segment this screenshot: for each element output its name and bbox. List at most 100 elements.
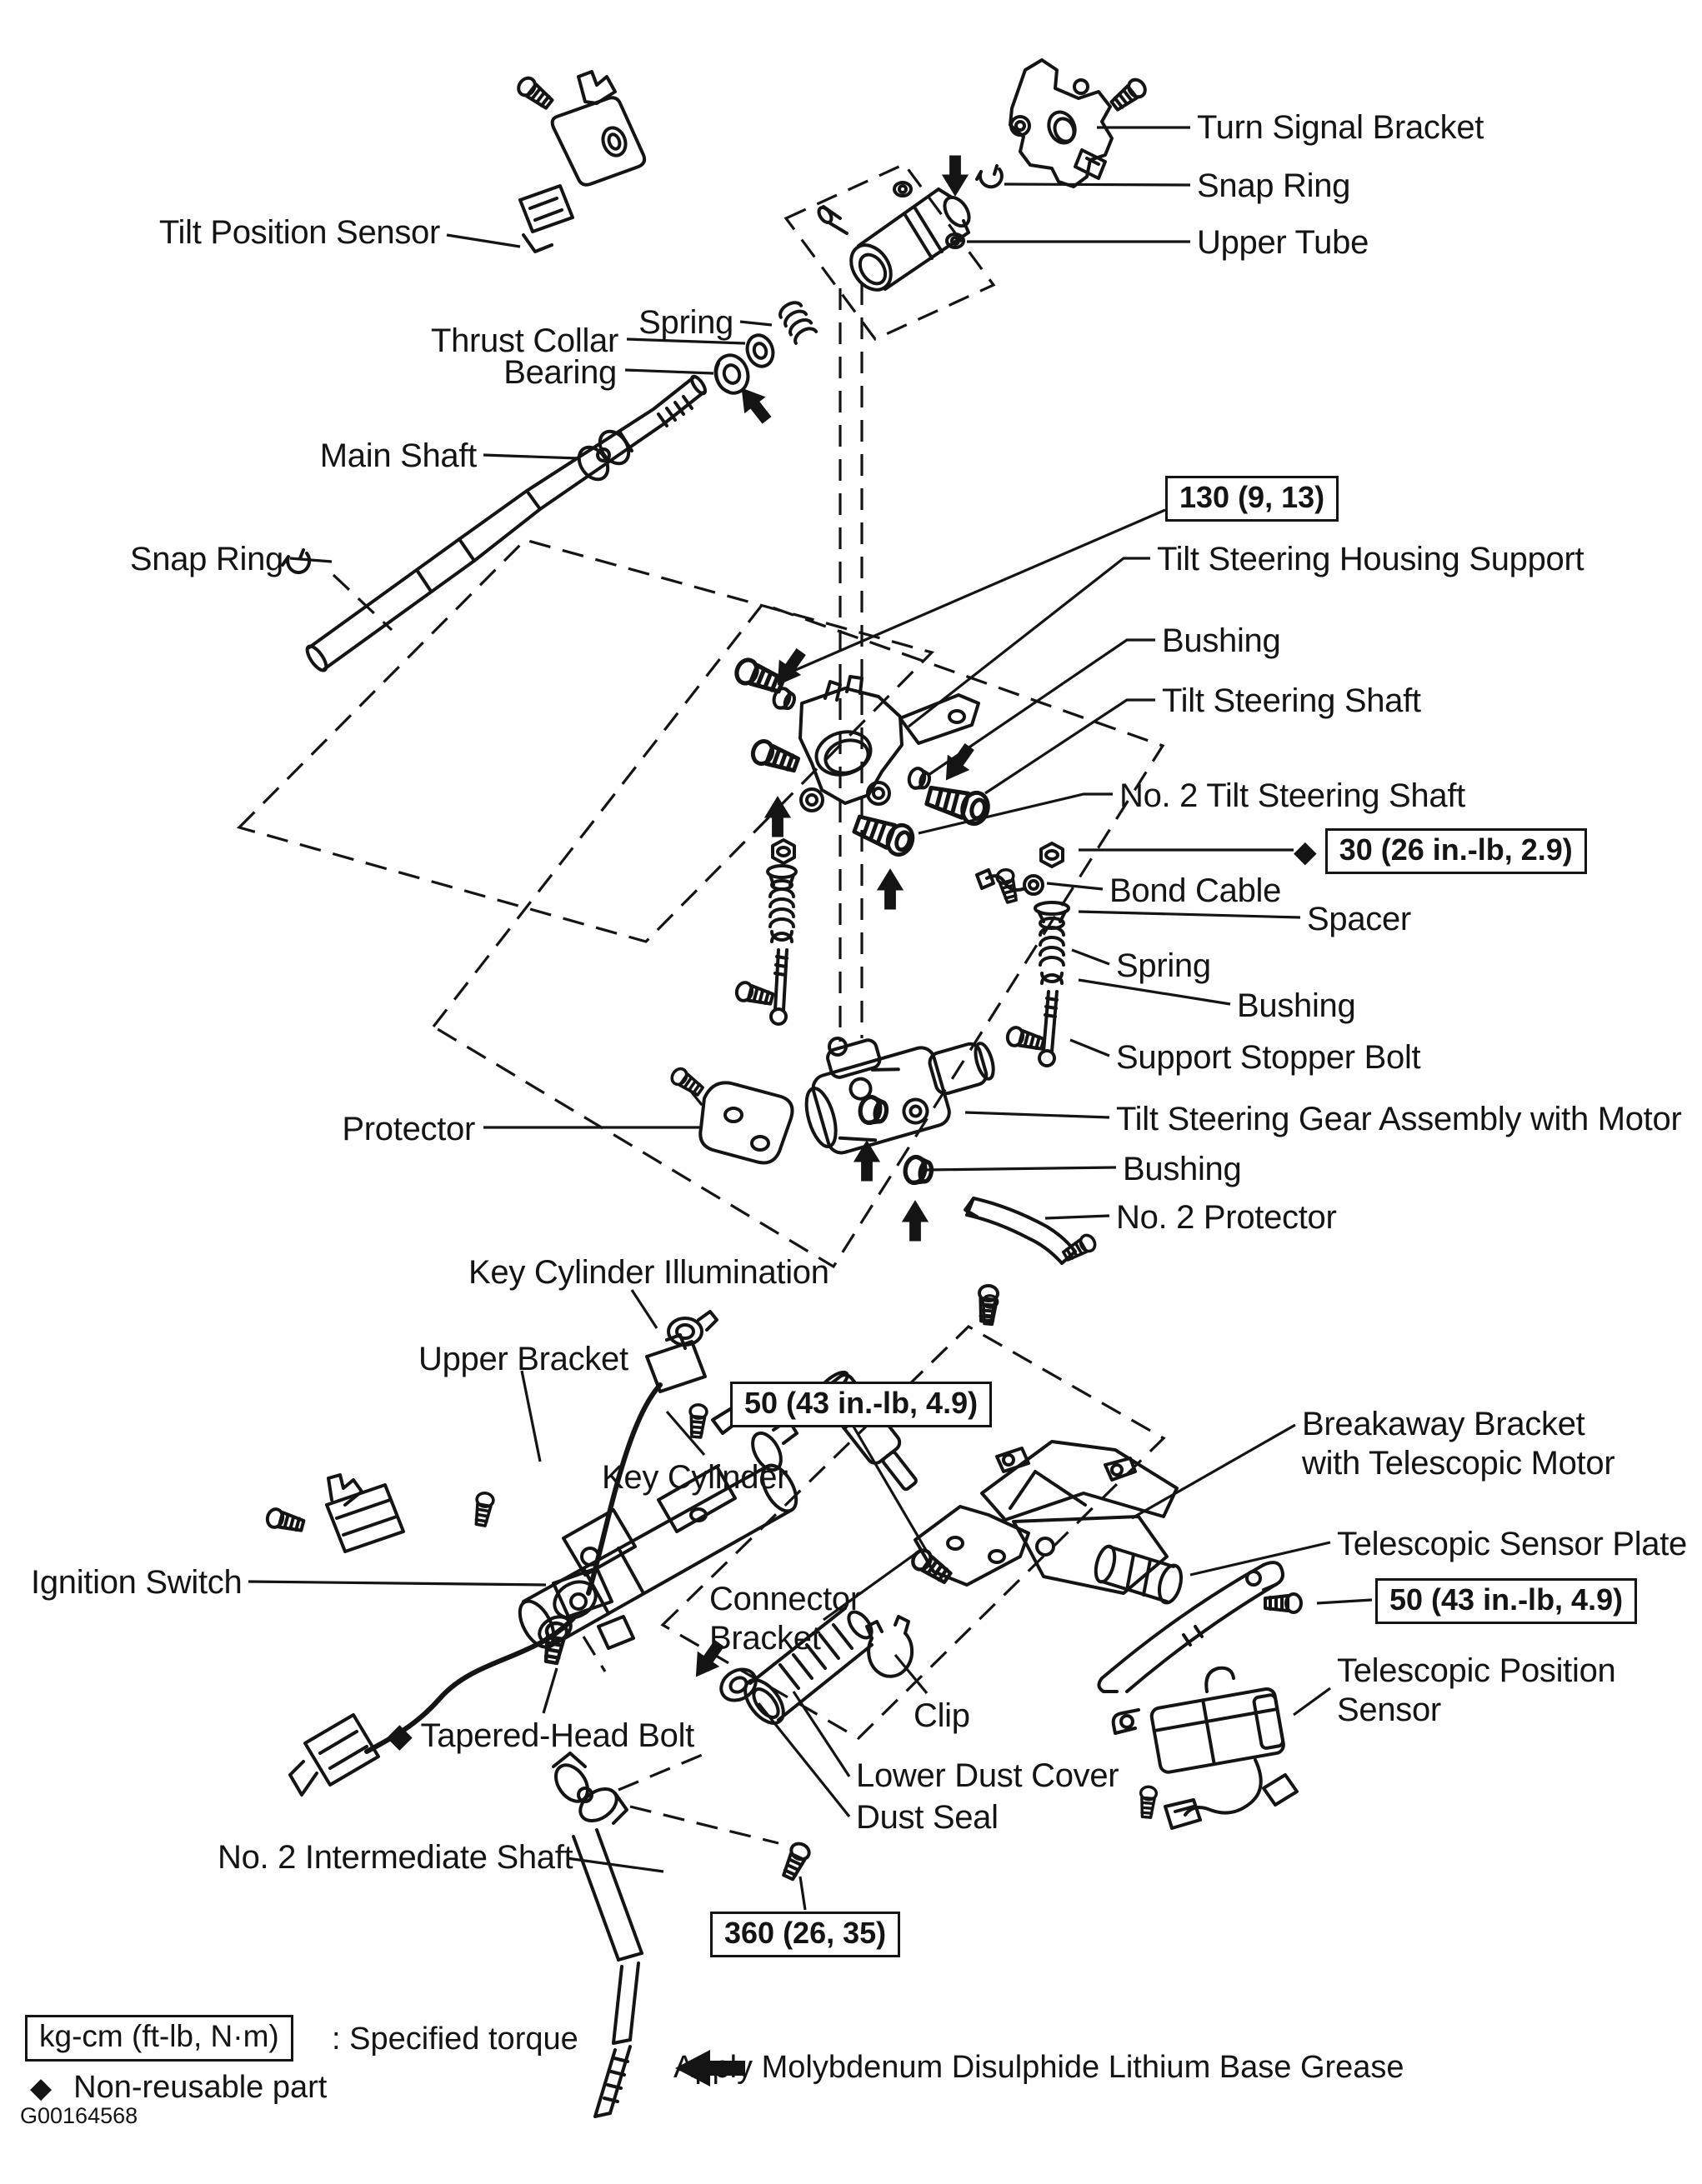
spring-right-label: Spring — [1116, 947, 1211, 986]
bearing-part — [713, 353, 750, 395]
tapered-head-bolt-leader — [542, 1667, 558, 1714]
key-cylinder-illumination-label-line: Key Cylinder Illumination — [468, 1254, 829, 1291]
torque-30-callout: ◆30 (26 in.-lb, 2.9) — [1294, 828, 1587, 874]
protector-part — [667, 1064, 794, 1165]
snap-ring-top-leader — [1004, 182, 1191, 187]
snap-ring-left-label-line: Snap Ring — [129, 541, 283, 577]
upper-tube-label: Upper Tube — [1197, 223, 1369, 262]
bearing-leader — [624, 368, 714, 375]
grease-arrow-icon — [763, 796, 792, 837]
spring-top-part — [775, 297, 818, 345]
tilt-steering-gear-assembly-part — [804, 1037, 995, 1155]
spring-right-label-line: Spring — [1116, 947, 1211, 984]
torque-130-leader — [791, 508, 1166, 673]
torque-360-leader — [798, 1876, 807, 1911]
key-cylinder-illumination-part — [667, 1310, 718, 1440]
grease-arrow-icon — [730, 379, 778, 429]
upper-tube-part — [817, 181, 971, 292]
dust-seal-part — [719, 1667, 758, 1702]
support-stopper-bolt-label-line: Support Stopper Bolt — [1116, 1039, 1421, 1076]
grease-arrow-icon — [675, 2050, 745, 2087]
telescopic-position-sensor-label-line: Sensor — [1337, 1692, 1441, 1729]
torque-50-key-leader — [852, 1426, 929, 1552]
snap-ring-left-label: Snap Ring — [130, 540, 283, 579]
tilt-position-sensor-leader — [446, 233, 521, 248]
bond-cable-leader — [1046, 882, 1104, 891]
bushing-upper-leader — [928, 638, 1155, 777]
thrust-collar-part — [745, 333, 775, 368]
tilt-steering-housing-support-part — [798, 675, 980, 812]
tilt-steering-gear-assembly-label: Tilt Steering Gear Assembly with Motor — [1116, 1100, 1682, 1139]
figure-id: G00164568 — [20, 2103, 138, 2128]
connector-bracket-label-line: Connector — [709, 1581, 861, 1617]
no2-tilt-steering-shaft-label-line: No. 2 Tilt Steering Shaft — [1119, 777, 1465, 814]
telescopic-position-sensor-label-line: Telescopic Position — [1337, 1652, 1616, 1689]
telescopic-sensor-plate-leader — [1189, 1541, 1331, 1577]
no2-protector-part — [964, 1197, 1099, 1327]
spring-top-label-line: Spring — [638, 304, 733, 341]
telescopic-sensor-plate-label: Telescopic Sensor Plate — [1337, 1525, 1687, 1564]
no2-protector-leader — [1044, 1214, 1110, 1220]
bushing-lower-leader — [926, 1166, 1117, 1172]
no2-protector-label: No. 2 Protector — [1116, 1198, 1337, 1237]
tilt-steering-shaft-leader — [984, 698, 1155, 795]
clip-label-line: Clip — [914, 1697, 970, 1734]
turn-signal-bracket-part — [1009, 58, 1150, 188]
upper-bracket-label-line: Upper Bracket — [418, 1341, 628, 1377]
no2-tilt-steering-shaft-label: No. 2 Tilt Steering Shaft — [1119, 777, 1465, 816]
upper-bracket-label: Upper Bracket — [418, 1340, 628, 1379]
tapered-head-bolt-label: ◆ Tapered-Head Bolt — [387, 1717, 694, 1756]
lower-dust-cover-label: Lower Dust Cover — [856, 1757, 1119, 1796]
grease-arrows — [684, 155, 981, 1685]
grease-label: Apply Molybdenum Disulphide Lithium Base… — [673, 2050, 1404, 2085]
dust-seal-leader — [757, 1702, 851, 1818]
bushing-right-label-line: Bushing — [1237, 987, 1356, 1024]
tilt-spring-stack-left — [733, 838, 798, 1026]
clip-label: Clip — [914, 1697, 970, 1736]
spacer-label-line: Spacer — [1307, 901, 1411, 937]
spacer-label: Spacer — [1307, 900, 1411, 939]
tilt-steering-housing-support-leader — [908, 557, 1150, 728]
grease-arrow-icon — [934, 738, 981, 788]
support-stopper-bolt-label: Support Stopper Bolt — [1116, 1038, 1421, 1077]
telescopic-position-sensor-part — [1111, 1666, 1299, 1830]
snap-ring-top-part — [975, 164, 1004, 189]
breakaway-bracket-part — [975, 1283, 1184, 1605]
key-cylinder-label: Key Cylinder — [602, 1458, 788, 1497]
bearing-label-line: Bearing — [503, 354, 617, 391]
no2-intermediate-shaft-label: No. 2 Intermediate Shaft — [218, 1838, 573, 1877]
key-cylinder-leader — [665, 1410, 706, 1457]
lower-dust-cover-label-line: Lower Dust Cover — [856, 1757, 1119, 1794]
protector-label: Protector — [342, 1110, 475, 1149]
grease-arrow-icon — [853, 1140, 881, 1182]
torque-50-key-value: 50 (43 in.-lb, 4.9) — [730, 1382, 993, 1427]
spacer-leader — [1078, 910, 1301, 919]
bushing-part-upper — [859, 1096, 889, 1126]
non-reusable-diamond-icon: ◆ — [30, 2072, 53, 2104]
torque-50-key-callout: 50 (43 in.-lb, 4.9) — [730, 1382, 993, 1427]
tilt-steering-gear-assembly-label-line: Tilt Steering Gear Assembly with Motor — [1116, 1101, 1682, 1137]
no2-intermediate-shaft-label-line: No. 2 Intermediate Shaft — [218, 1839, 573, 1876]
torque-50-plate-leader — [1316, 1598, 1373, 1605]
connector-bracket-label-line: Bracket — [709, 1620, 821, 1657]
torque-130-value: 130 (9, 13) — [1165, 476, 1339, 522]
ignition-switch-part — [263, 1333, 707, 1797]
key-cylinder-illumination-label: Key Cylinder Illumination — [468, 1253, 829, 1292]
torque-360-value: 360 (26, 35) — [710, 1912, 901, 1957]
telescopic-sensor-plate-part — [1097, 1561, 1303, 1693]
connector-bracket-part — [909, 1505, 1030, 1586]
main-shaft-part — [305, 374, 708, 672]
connector-bracket-leader — [823, 1550, 919, 1622]
tilt-steering-housing-support-label-line: Tilt Steering Housing Support — [1157, 541, 1584, 577]
grease-arrow-icon — [901, 1200, 929, 1242]
snap-ring-left-leader — [289, 557, 333, 563]
bearing-label: Bearing — [503, 353, 617, 392]
torque-360-callout: 360 (26, 35) — [710, 1912, 901, 1957]
dust-seal-label-line: Dust Seal — [856, 1799, 999, 1836]
bushing-right-label: Bushing — [1237, 987, 1356, 1026]
no2-intermediate-shaft-part — [552, 1752, 813, 2118]
clip-leader — [894, 1653, 929, 1695]
spring-top-label: Spring — [638, 303, 733, 342]
